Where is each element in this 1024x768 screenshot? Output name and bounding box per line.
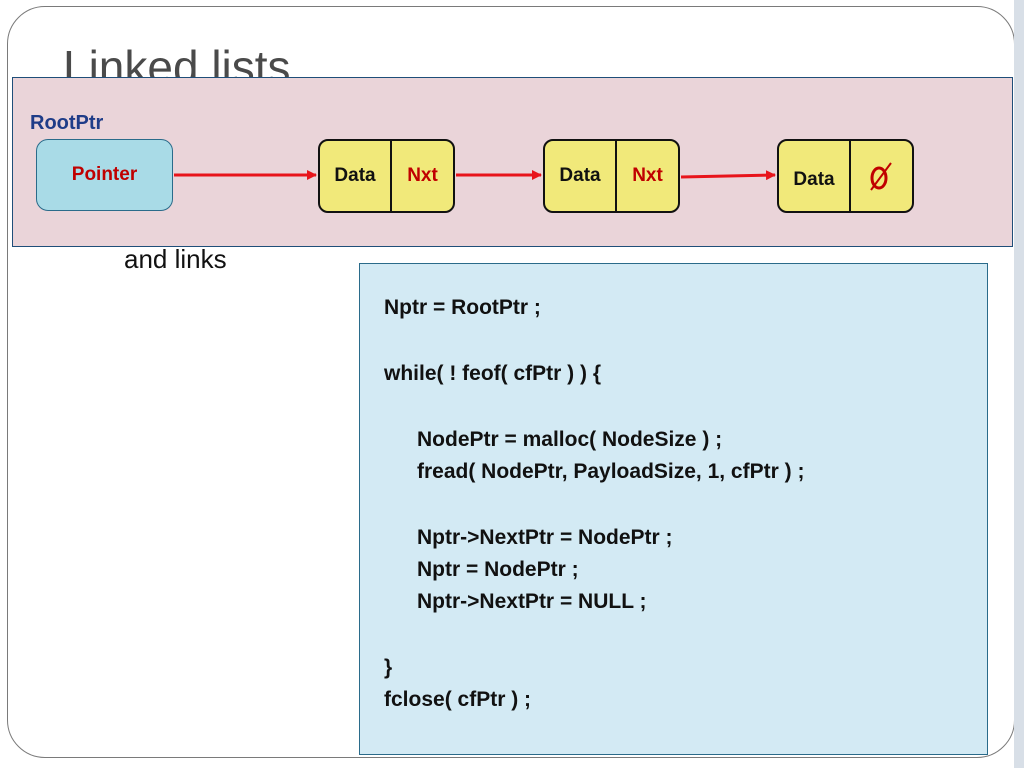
- node-data-cell: Data: [779, 141, 851, 211]
- root-pointer-label: RootPtr: [30, 112, 104, 134]
- node-next-cell: [851, 141, 912, 211]
- node-data-label: Data: [793, 169, 835, 190]
- code-line: Nptr->NextPtr = NULL ;: [417, 590, 647, 613]
- code-blank-line: [384, 324, 987, 358]
- code-blank-line: [384, 390, 987, 424]
- node-data-cell: Data: [320, 141, 392, 211]
- code-line: }: [384, 656, 393, 679]
- node-data-label: Data: [559, 165, 601, 186]
- code-snippet-box: Nptr = RootPtr ; while( ! feof( cfPtr ) …: [359, 263, 988, 755]
- list-node-1: Data Nxt: [318, 139, 455, 213]
- code-line: Nptr = NodePtr ;: [417, 558, 579, 581]
- code-line: fclose( cfPtr ) ;: [384, 688, 532, 711]
- pointer-label: Pointer: [71, 164, 138, 185]
- null-pointer-icon: [867, 159, 897, 193]
- bullet-text-fragment: and links: [124, 244, 227, 274]
- code-blank-line: [384, 618, 987, 652]
- slide-side-bar: [1014, 0, 1024, 768]
- code-line: Nptr = RootPtr ;: [384, 296, 541, 319]
- node-data-cell: Data: [545, 141, 617, 211]
- code-line: NodePtr = malloc( NodeSize ) ;: [417, 428, 723, 451]
- node-next-cell: Nxt: [617, 141, 678, 211]
- node-next-cell: Nxt: [392, 141, 453, 211]
- node-next-label: Nxt: [632, 165, 663, 186]
- code-line: Nptr->NextPtr = NodePtr ;: [417, 526, 673, 549]
- list-node-2: Data Nxt: [543, 139, 680, 213]
- code-blank-line: [384, 488, 987, 522]
- code-line: while( ! feof( cfPtr ) ) {: [384, 362, 601, 385]
- list-node-3-tail: Data: [777, 139, 914, 213]
- node-next-label: Nxt: [407, 165, 438, 186]
- root-pointer-box: Pointer: [36, 139, 173, 211]
- code-line: fread( NodePtr, PayloadSize, 1, cfPtr ) …: [417, 460, 805, 483]
- node-data-label: Data: [334, 165, 376, 186]
